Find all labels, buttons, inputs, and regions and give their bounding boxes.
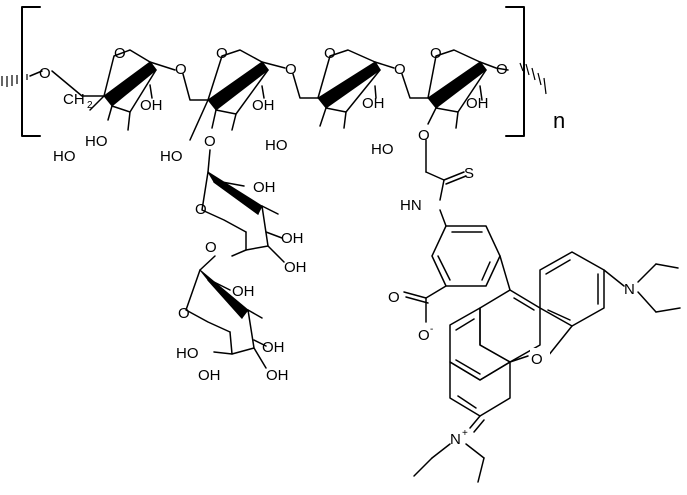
right-hashed-end-bond <box>519 62 547 95</box>
ring1-ring-oxygen: O <box>114 45 126 62</box>
iminium-charge: + <box>462 428 468 439</box>
ring6-oh-2: OH <box>232 283 255 300</box>
ring6-ho-6: HO <box>176 345 199 362</box>
benzoate-ring <box>403 225 511 323</box>
ring6-oh-3: OH <box>262 339 285 356</box>
left-hashed-end-bond <box>1 74 28 87</box>
ring1-oh-2: OH <box>140 97 163 114</box>
ring5-ring-oxygen: O <box>195 201 207 218</box>
ring1-ho-3: HO <box>85 133 108 150</box>
glucose-branch-ring-5 <box>201 149 285 263</box>
ring4-oh-2: OH <box>466 95 489 112</box>
xanthene-bridge-oxygen: O <box>531 351 543 368</box>
iminium-nitrogen: N <box>450 431 461 448</box>
ring4-ho-4: HO <box>371 141 394 158</box>
ring5-oh-2: OH <box>253 179 276 196</box>
right-bracket <box>505 6 525 137</box>
left-bracket <box>21 6 41 137</box>
ring6-oh-4: OH <box>266 367 289 384</box>
glucose-ring-3 <box>317 49 381 129</box>
ring4-ring-oxygen: O <box>430 45 442 62</box>
ring2-ring-oxygen: O <box>216 45 228 62</box>
ring1-ch2-label: CH <box>63 91 85 108</box>
ring6-ring-oxygen: O <box>178 305 190 322</box>
ring3-linkage-oxygen: O <box>285 61 297 78</box>
ring2-ho-4: HO <box>160 148 183 165</box>
carboxylate-oxygen-anion: O <box>418 327 430 344</box>
linker-nh: HN <box>400 197 422 214</box>
carboxylate-oxygen-double: O <box>388 289 400 306</box>
ring3-ring-oxygen: O <box>324 45 336 62</box>
chain-linkages <box>29 61 509 101</box>
thione-sulfur: S <box>464 165 474 182</box>
ring2-oh-2: OH <box>252 97 275 114</box>
thiocarbamate-linker <box>425 171 467 227</box>
glucose-ring-1 <box>89 49 157 131</box>
ring6-oh-5: OH <box>198 367 221 384</box>
ring4-terminal-oxygen: O <box>496 61 508 78</box>
glucose-ring-4 <box>425 49 487 173</box>
ring1-linkage-oxygen: O <box>39 65 51 82</box>
ring4-thiocarbamate-oxygen: O <box>418 127 430 144</box>
glucose-ring-2 <box>189 49 269 141</box>
ring4-linkage-oxygen: O <box>394 61 406 78</box>
ring1-ch2-subscript: 2 <box>87 100 93 111</box>
ring3-oh-2: OH <box>362 95 385 112</box>
ring2-branch-oxygen: O <box>204 133 216 150</box>
carboxylate-charge: - <box>430 324 433 335</box>
ring5-oh-4: OH <box>284 259 307 276</box>
diethylamino-nitrogen: N <box>624 281 635 298</box>
xanthene-core <box>413 251 681 483</box>
glucose-branch-ring-6 <box>185 255 267 369</box>
ring2-linkage-oxygen: O <box>175 61 187 78</box>
ring5-oh-3: OH <box>281 230 304 247</box>
ring3-ho-4: HO <box>265 137 288 154</box>
ring5-linkage-oxygen: O <box>205 239 217 256</box>
repeat-n-label: n <box>553 108 565 133</box>
ring1-ho-4: HO <box>53 148 76 165</box>
